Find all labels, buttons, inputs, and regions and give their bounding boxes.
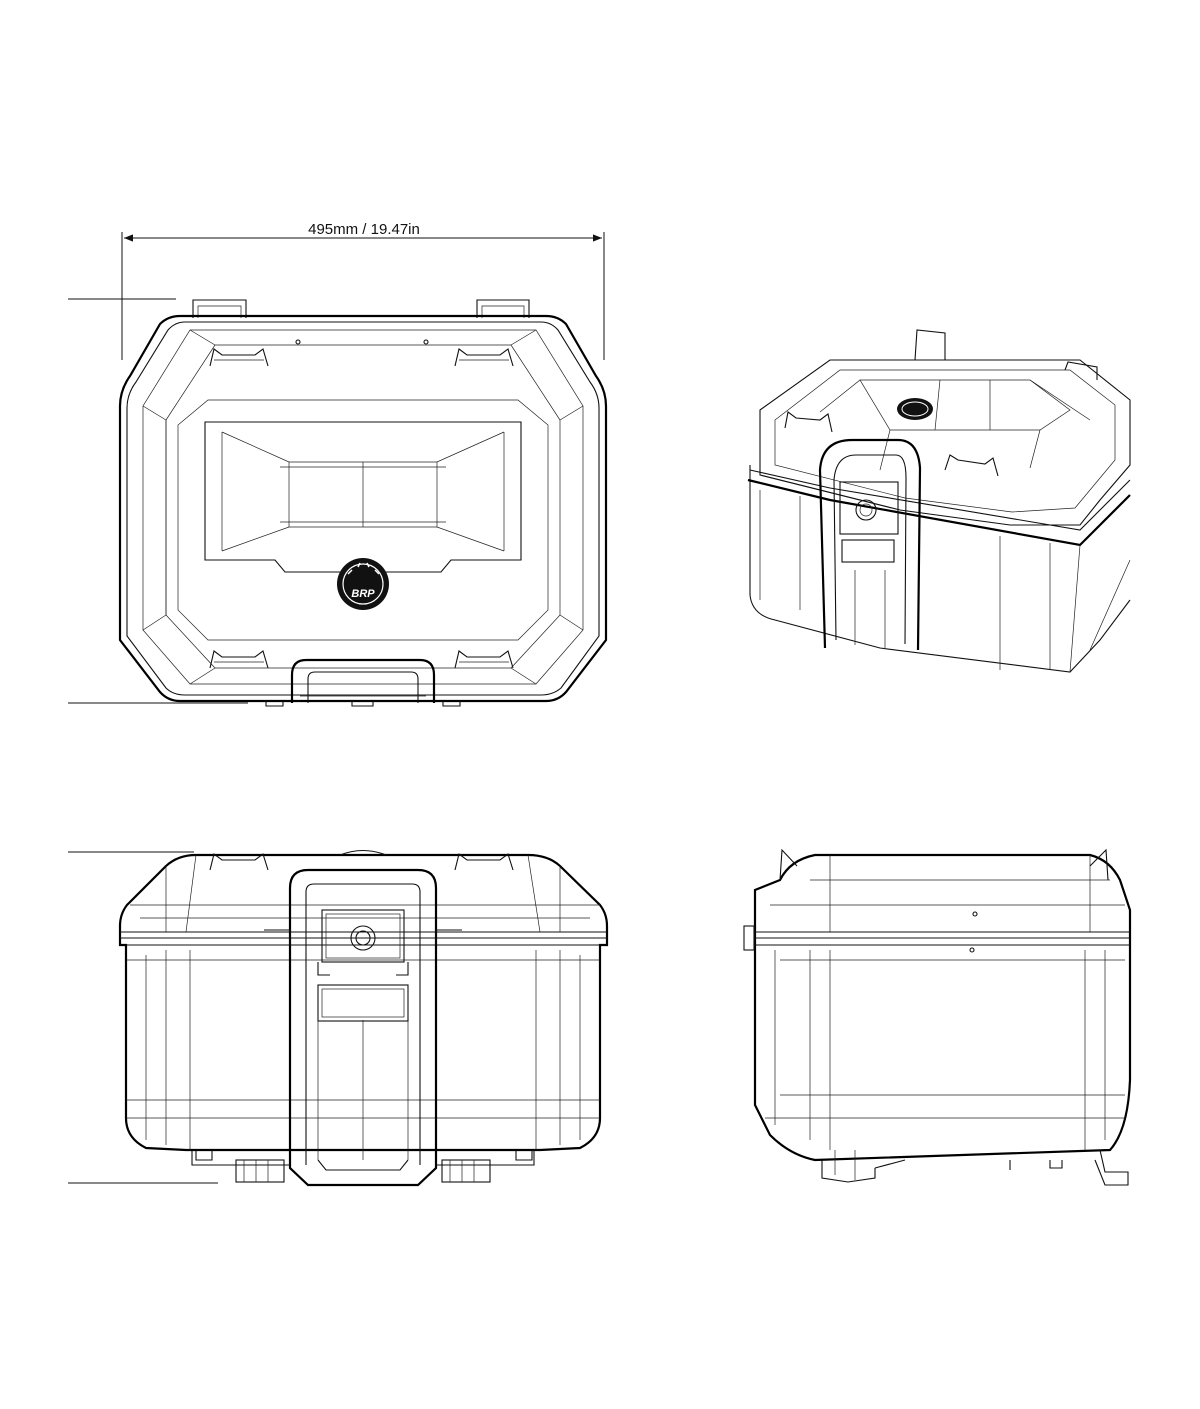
brp-logo-iso — [897, 398, 933, 420]
width-dimension: 495mm / 19.47in — [121, 221, 605, 360]
tie-down-slot-bottom-left — [209, 650, 269, 669]
width-dimension-label: 495mm / 19.47in — [308, 221, 420, 238]
bottom-mounts-front — [191, 1150, 535, 1183]
tie-down-slot-bottom-right — [454, 650, 514, 669]
side-view — [743, 848, 1132, 1186]
brp-logo-top: BRP — [337, 558, 389, 610]
latch-strap-front — [288, 868, 438, 1187]
logo-text-top: BRP — [351, 588, 375, 600]
tie-down-slot-top-right — [454, 348, 514, 367]
latch-strap-iso — [818, 438, 922, 651]
top-view: BRP — [118, 299, 608, 707]
bottom-mounts-side — [821, 1149, 1129, 1186]
carry-handle-top — [290, 658, 436, 703]
isometric-view — [747, 329, 1131, 673]
tie-down-slot-top-left — [209, 348, 269, 367]
front-view — [118, 849, 609, 1187]
height-reference-lines — [68, 298, 248, 1184]
